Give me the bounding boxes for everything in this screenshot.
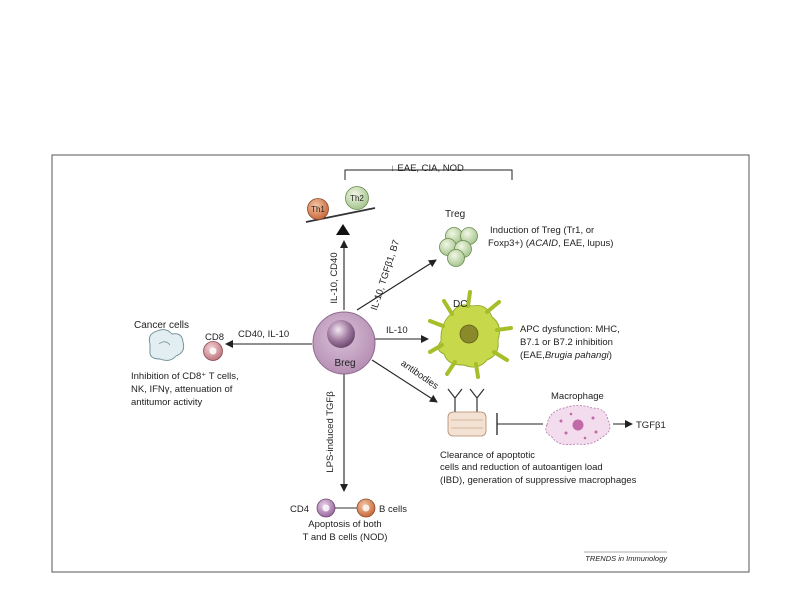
bcells-label: B cells xyxy=(379,504,407,515)
macrophage-description-line2: cells and reduction of autoantigen load xyxy=(440,462,603,473)
arrow-down-label: LPS-induced TGFβ xyxy=(325,391,336,473)
macrophage-description-line3: (IBD), generation of suppressive macroph… xyxy=(440,475,637,486)
th1-th2-balance: Th1 Th2 xyxy=(305,186,376,235)
antibody-icon xyxy=(447,388,485,412)
dendritic-cell xyxy=(428,290,513,379)
th1-cell xyxy=(307,198,329,220)
cancer-description-line3: antitumor activity xyxy=(131,397,203,408)
th1-label: Th1 xyxy=(311,205,325,214)
cancer-title: Cancer cells xyxy=(134,320,189,331)
balance-fulcrum-icon xyxy=(336,224,350,235)
top-bracket xyxy=(344,169,513,180)
treg-description-line2: Foxp3+) (ACAID, EAE, lupus) xyxy=(488,238,613,249)
treg-title: Treg xyxy=(445,209,465,220)
cancer-description-line2: NK, IFNγ, attenuation of xyxy=(131,384,233,395)
macrophage-output-label: TGFβ1 xyxy=(636,420,666,431)
cd8-label: CD8 xyxy=(205,332,224,343)
th2-cell xyxy=(345,186,369,210)
breg-cell xyxy=(312,311,376,375)
dc-description-line1: APC dysfunction: MHC, xyxy=(520,324,620,335)
arrow-left-label: CD40, IL-10 xyxy=(238,329,289,340)
top-bracket-label: ↓ EAE, CIA, NOD xyxy=(390,163,464,174)
cd4-label: CD4 xyxy=(290,504,309,515)
arrow-right-label: IL-10 xyxy=(386,325,408,336)
treg-cell-cluster xyxy=(439,227,478,267)
macrophage-icon xyxy=(545,405,611,446)
bottom-description-line1: Apoptosis of both xyxy=(308,519,381,530)
macrophage-description-line1: Clearance of apoptotic xyxy=(440,450,535,461)
bottom-description-line2: T and B cells (NOD) xyxy=(303,532,388,543)
credit-label: TRENDS in Immunology xyxy=(585,554,668,563)
th2-label: Th2 xyxy=(350,194,364,203)
arrow-up-label: IL-10, CD40 xyxy=(329,252,340,303)
dc-description-line2: B7.1 or B7.2 inhibition xyxy=(520,337,613,348)
dc-description-line3: (EAE,Brugia pahangi) xyxy=(520,350,612,361)
treg-description-line1: Induction of Treg (Tr1, or xyxy=(490,225,594,236)
apoptotic-cell-icon xyxy=(447,411,487,437)
cancer-description-line1: Inhibition of CD8⁺ T cells, xyxy=(131,371,239,382)
arrow-upper-right-label: IL-10, TGFβ1, B7 xyxy=(369,239,402,312)
breg-label: Breg xyxy=(334,358,355,369)
arrow-lower-right-label: antibodies xyxy=(399,358,441,392)
arrow-upper-right xyxy=(356,259,437,311)
macrophage-title: Macrophage xyxy=(551,391,604,402)
breg-nucleus xyxy=(327,320,355,348)
cancer-cell-icon xyxy=(148,329,185,361)
dc-nucleus xyxy=(459,324,479,344)
arrow-lower-right xyxy=(371,359,438,403)
figure-frame xyxy=(51,154,750,573)
dc-title: DC xyxy=(453,299,467,310)
